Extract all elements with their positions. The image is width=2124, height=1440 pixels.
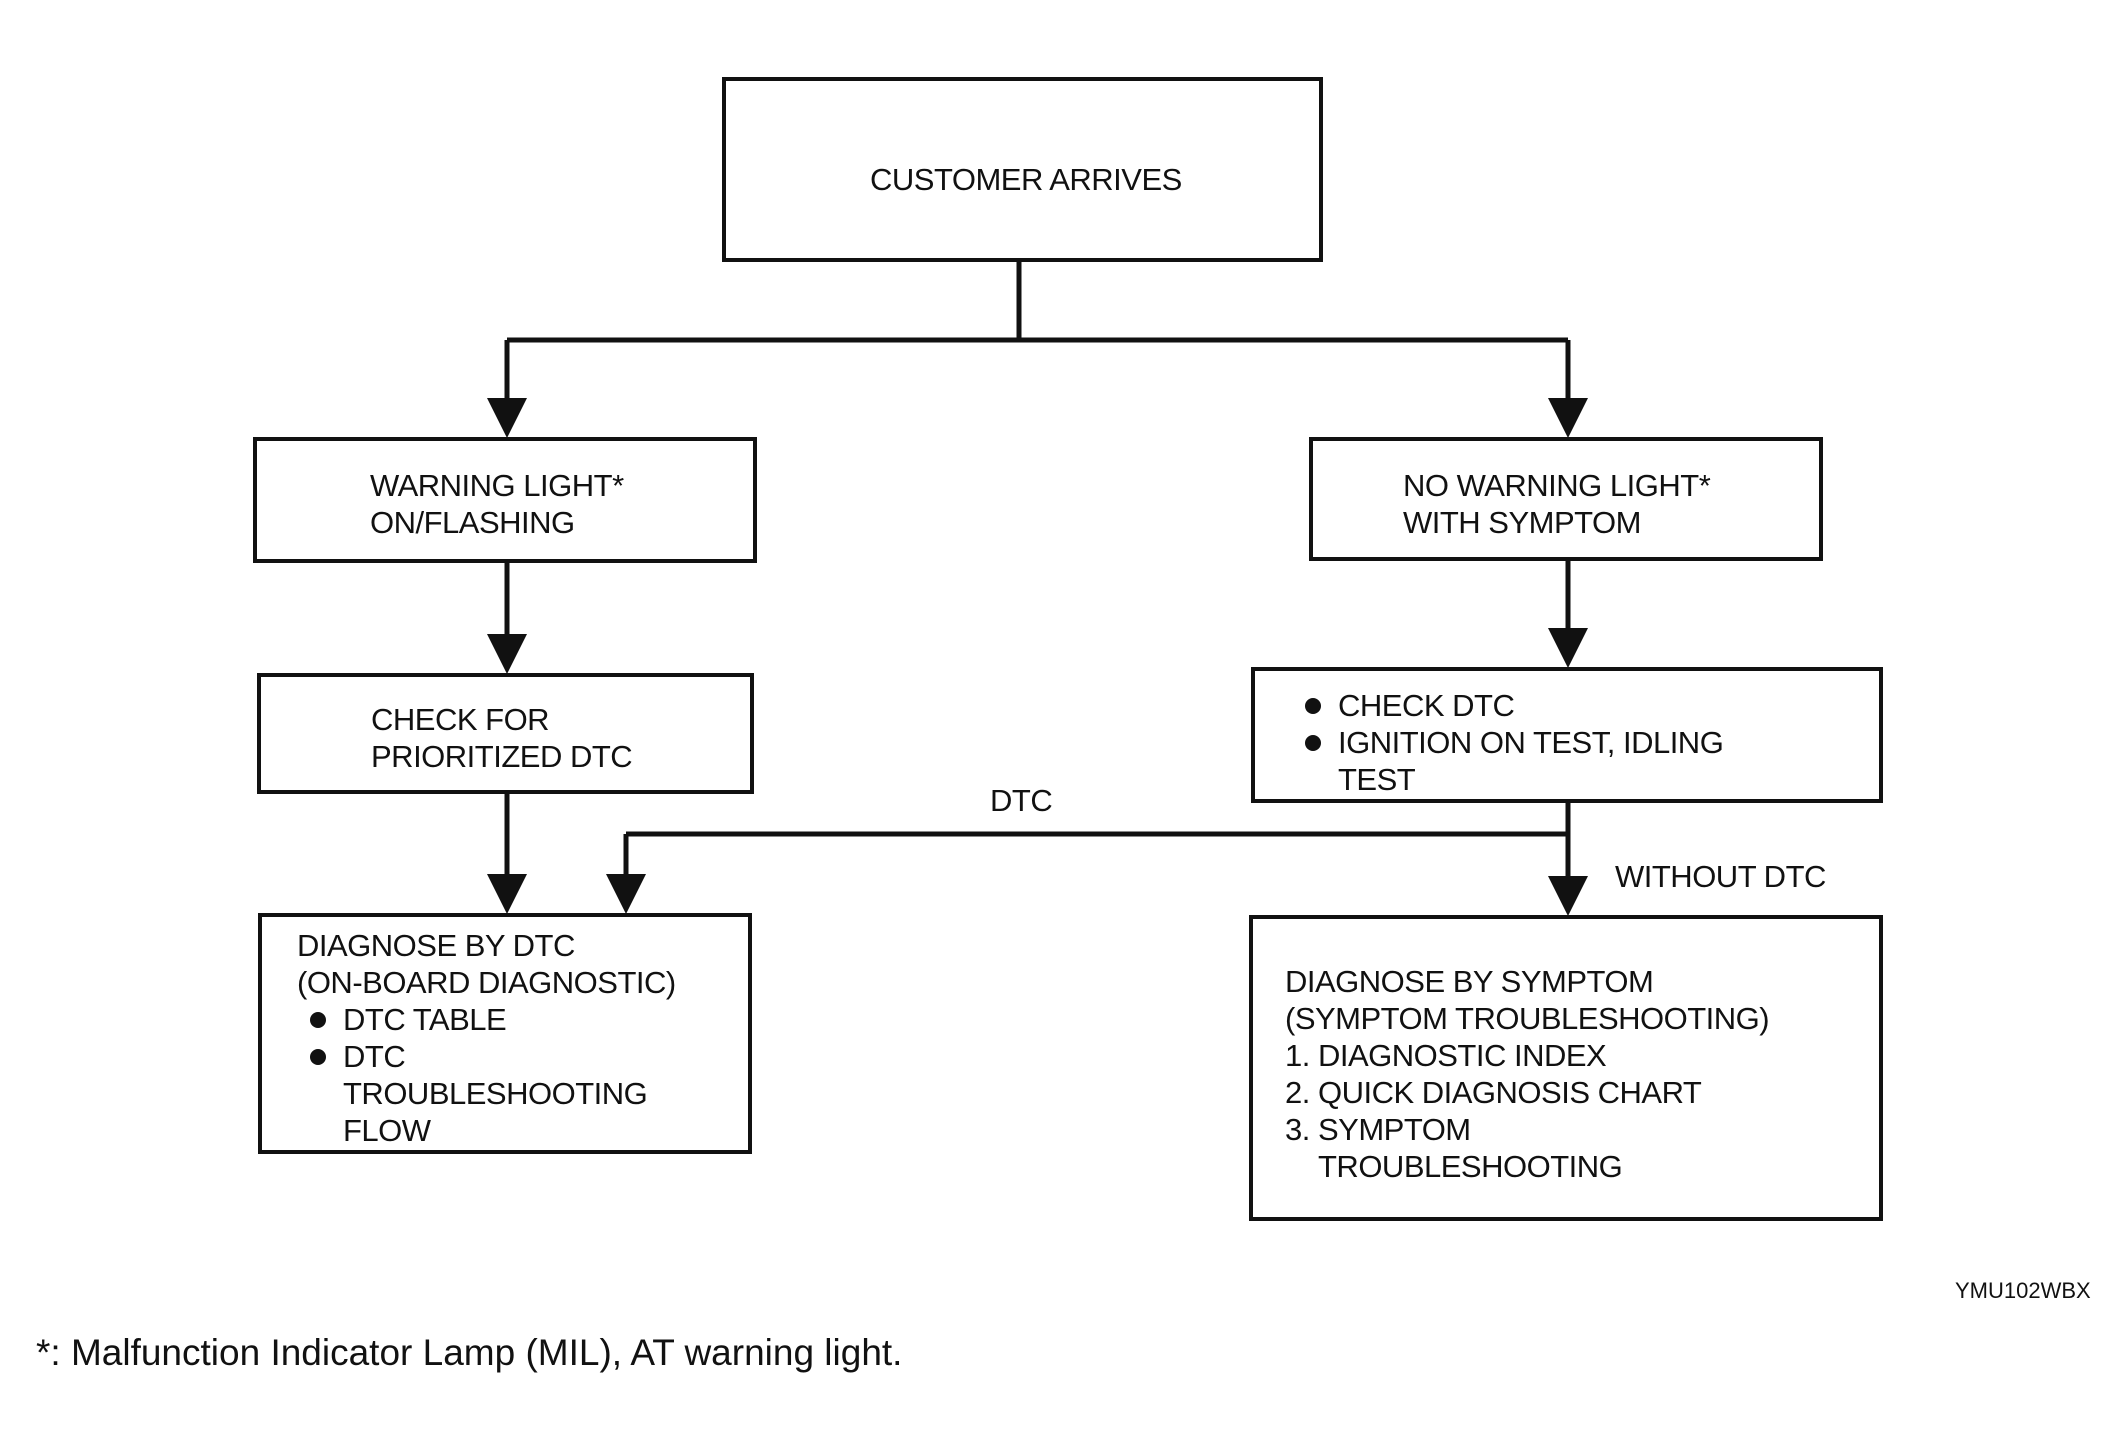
- diagnose-dtc-title-2: (ON-BOARD DIAGNOSTIC): [297, 965, 676, 1000]
- diagnose-dtc-bullet-1: DTC TABLE: [297, 1001, 748, 1038]
- diagnose-symptom-title-1: DIAGNOSE BY SYMPTOM: [1285, 964, 1654, 999]
- edge-label-dtc: DTC: [990, 783, 1053, 818]
- warning-light-line-1: WARNING LIGHT*: [370, 468, 624, 503]
- diagnose-dtc-bullet-2: DTC: [297, 1038, 748, 1075]
- edge-label-without-dtc: WITHOUT DTC: [1615, 859, 1826, 894]
- diagnose-dtc-bullet-2-line-3: FLOW: [343, 1113, 431, 1148]
- bullet-icon: [310, 1049, 326, 1065]
- bullet-icon: [310, 1012, 326, 1028]
- diagnose-symptom-item-2: 2. QUICK DIAGNOSIS CHART: [1285, 1075, 1702, 1110]
- bullet-icon: [1305, 735, 1321, 751]
- diagnose-symptom-item-3-continuation: TROUBLESHOOTING: [1318, 1149, 1623, 1184]
- box-diagnose-by-dtc: DIAGNOSE BY DTC (ON-BOARD DIAGNOSTIC) DT…: [258, 913, 752, 1154]
- box-customer-arrives: CUSTOMER ARRIVES: [722, 77, 1323, 262]
- arrowhead-dtc-branch: [606, 874, 646, 914]
- figure-code: YMU102WBX: [1955, 1278, 2091, 1303]
- arrowhead-to-diagnose-symptom: [1548, 876, 1588, 916]
- no-warning-light-line-1: NO WARNING LIGHT*: [1403, 468, 1711, 503]
- arrowhead-to-diagnose-dtc: [487, 874, 527, 914]
- check-dtc-bullet-2: IGNITION ON TEST, IDLING: [1305, 724, 1879, 761]
- diagnose-dtc-title-1: DIAGNOSE BY DTC: [297, 928, 575, 963]
- check-dtc-bullet-2-text: IGNITION ON TEST, IDLING: [1338, 725, 1724, 760]
- bullet-icon: [1305, 698, 1321, 714]
- diagnose-symptom-title-2: (SYMPTOM TROUBLESHOOTING): [1285, 1001, 1770, 1036]
- arrowhead-to-check-dtc: [1548, 628, 1588, 668]
- arrowhead-to-warning: [487, 398, 527, 438]
- diagnose-dtc-bullet-1-text: DTC TABLE: [343, 1002, 507, 1037]
- check-dtc-bullet-1-text: CHECK DTC: [1338, 688, 1515, 723]
- check-prioritized-line-1: CHECK FOR: [371, 702, 550, 737]
- check-dtc-bullet-1: CHECK DTC: [1305, 687, 1879, 724]
- diagnose-symptom-item-1: 1. DIAGNOSTIC INDEX: [1285, 1038, 1607, 1073]
- box-check-dtc: CHECK DTC IGNITION ON TEST, IDLING TEST: [1251, 667, 1883, 803]
- box-warning-light: WARNING LIGHT* ON/FLASHING: [253, 437, 757, 563]
- box-check-prioritized-dtc: CHECK FOR PRIORITIZED DTC: [257, 673, 754, 794]
- arrowhead-to-check-prioritized: [487, 634, 527, 674]
- warning-light-line-2: ON/FLASHING: [370, 505, 575, 540]
- customer-arrives-label: CUSTOMER ARRIVES: [870, 162, 1182, 197]
- box-no-warning-light: NO WARNING LIGHT* WITH SYMPTOM: [1309, 437, 1823, 561]
- footnote: *: Malfunction Indicator Lamp (MIL), AT …: [36, 1332, 903, 1373]
- diagnose-dtc-bullet-2-line-2: TROUBLESHOOTING: [343, 1076, 648, 1111]
- arrowhead-to-nowarning: [1548, 398, 1588, 438]
- check-dtc-bullet-2-continuation: TEST: [1338, 762, 1416, 797]
- box-diagnose-by-symptom: DIAGNOSE BY SYMPTOM (SYMPTOM TROUBLESHOO…: [1249, 915, 1883, 1221]
- diagnose-symptom-item-3: 3. SYMPTOM: [1285, 1112, 1471, 1147]
- diagnose-dtc-bullet-2-text: DTC: [343, 1039, 406, 1074]
- no-warning-light-line-2: WITH SYMPTOM: [1403, 505, 1641, 540]
- check-prioritized-line-2: PRIORITIZED DTC: [371, 739, 633, 774]
